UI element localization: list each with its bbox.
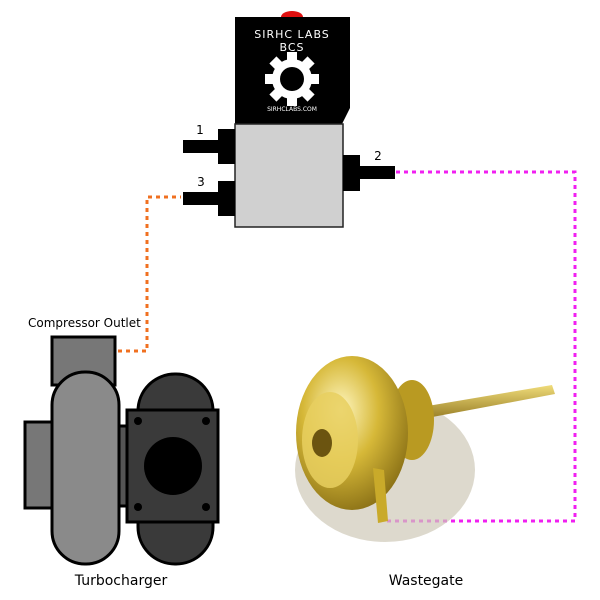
solenoid-body xyxy=(234,123,344,228)
label-wastegate: Wastegate xyxy=(389,573,464,589)
gear-icon xyxy=(265,52,319,106)
label-port-3: 3 xyxy=(197,175,205,189)
wastegate-actuator xyxy=(295,356,555,542)
compressor-to-port3-hose xyxy=(118,195,181,353)
flange-bolts xyxy=(134,417,210,511)
wastegate-nipple xyxy=(312,429,332,457)
port-2-fitting xyxy=(343,155,395,191)
label-turbocharger: Turbocharger xyxy=(74,573,168,589)
port-3-fitting xyxy=(183,181,235,216)
wastegate-port-tube xyxy=(373,468,388,523)
brand-line-1: SIRHC LABS xyxy=(254,28,330,41)
port-1-fitting xyxy=(183,129,235,164)
compressor-housing xyxy=(50,370,121,566)
brand-url: SIRHCLABS.COM xyxy=(267,106,317,113)
port2-to-wastegate-hose xyxy=(383,170,577,523)
label-compressor-outlet: Compressor Outlet xyxy=(28,316,141,330)
turbocharger xyxy=(23,335,220,566)
label-port-2: 2 xyxy=(374,149,382,163)
label-port-1: 1 xyxy=(196,123,204,137)
turbine-inlet xyxy=(144,437,202,495)
boost-solenoid xyxy=(183,11,395,228)
brand-line-2: BCS xyxy=(279,41,304,54)
